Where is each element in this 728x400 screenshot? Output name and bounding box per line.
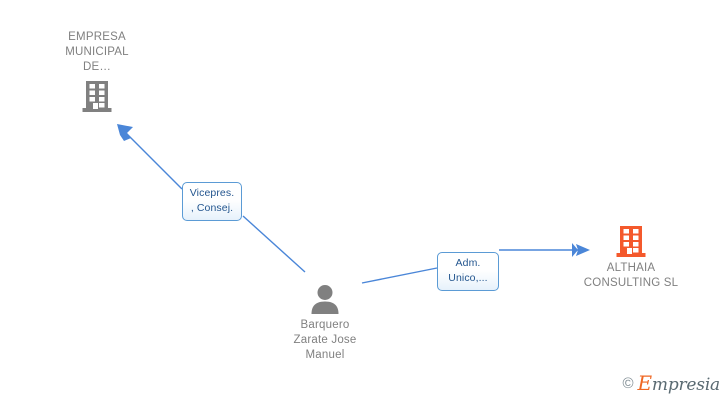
node-label-empresa: EMPRESA MUNICIPAL DE… — [65, 31, 129, 73]
edge-label-vicepres[interactable]: Vicepres. , Consej. — [182, 182, 242, 221]
node-company-althaia[interactable]: ALTHAIA CONSULTING SL — [561, 224, 701, 291]
node-label-person: Barquero Zarate Jose Manuel — [293, 319, 357, 361]
copyright-icon: © — [622, 375, 634, 392]
edge-line-person-to-adm — [361, 267, 438, 284]
person-icon — [311, 285, 339, 314]
edge-label-adm[interactable]: Adm. Unico,... — [437, 252, 499, 291]
edge-line-person-to-vicepres — [242, 215, 306, 273]
brand-initial: E — [637, 371, 653, 395]
building-icon — [616, 226, 646, 257]
building-icon — [82, 81, 112, 112]
edge-line-vicepres-to-empresa — [123, 130, 183, 190]
watermark-empresia: © Empresia — [622, 373, 720, 394]
arrow-up-left-icon — [117, 124, 133, 141]
node-company-empresa[interactable]: EMPRESA MUNICIPAL DE… — [27, 30, 167, 113]
node-label-althaia: ALTHAIA CONSULTING SL — [583, 262, 679, 289]
brand-name: Empresia — [638, 373, 721, 394]
node-person-barquero[interactable]: Barquero Zarate Jose Manuel — [255, 284, 395, 363]
brand-rest: mpresia — [651, 375, 720, 395]
